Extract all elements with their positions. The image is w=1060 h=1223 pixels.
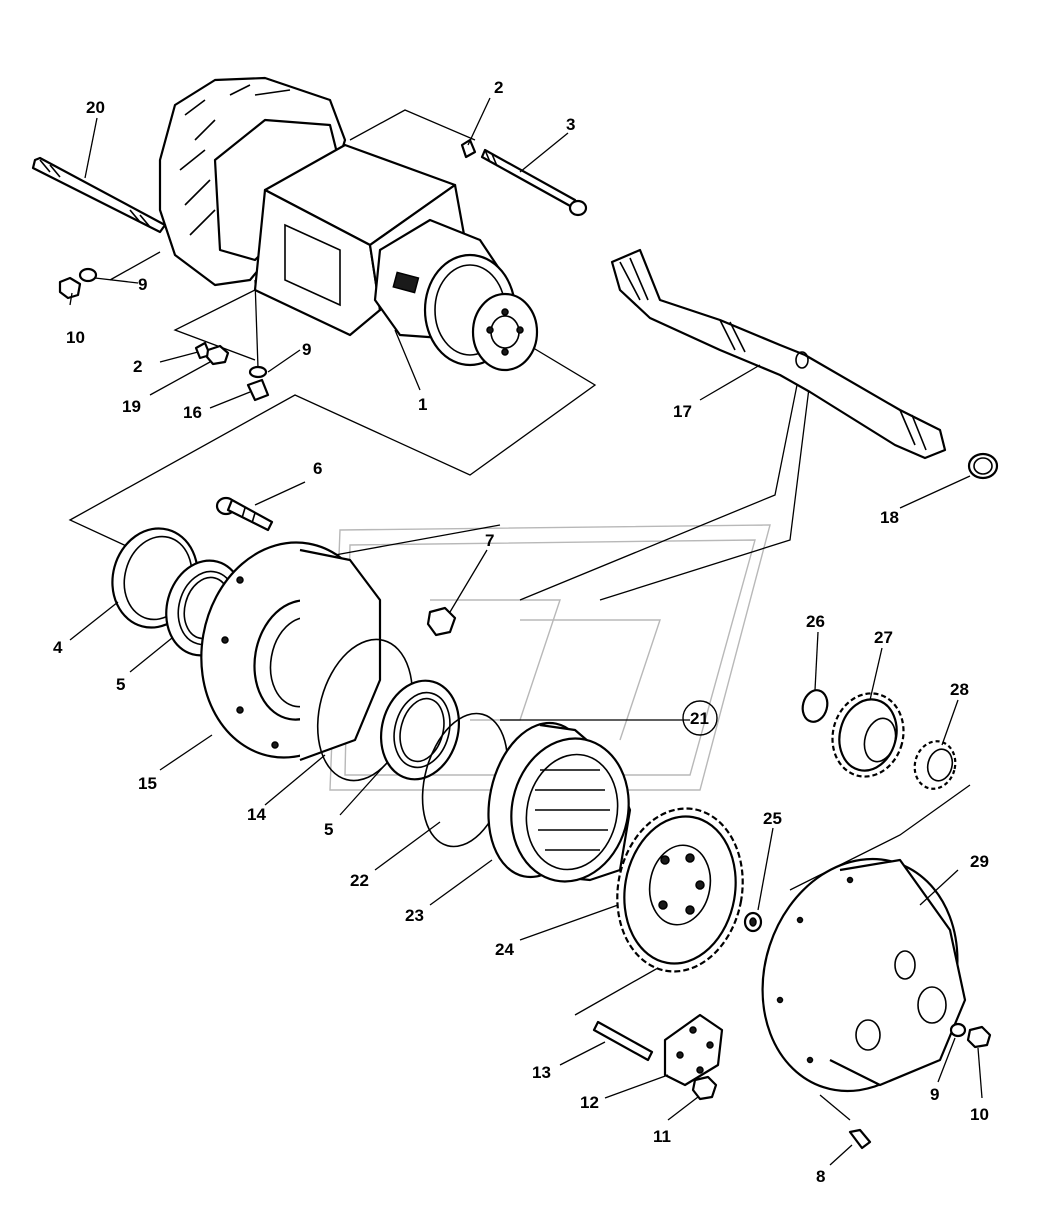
nut-7	[426, 606, 457, 637]
stud-20	[31, 156, 167, 234]
washer-9-left	[78, 267, 98, 283]
callout-20: 20	[86, 98, 105, 117]
bolt-6	[215, 496, 274, 532]
callout-2-top: 2	[494, 78, 503, 97]
callout-12: 12	[580, 1093, 599, 1112]
callout-6: 6	[313, 459, 322, 478]
callout-11: 11	[653, 1127, 671, 1146]
callout-24: 24	[495, 940, 514, 959]
callout-16: 16	[183, 403, 202, 422]
stud-13	[592, 1020, 654, 1062]
washer-9-right	[949, 1022, 967, 1038]
nut-19	[205, 344, 230, 366]
callout-17: 17	[673, 402, 692, 421]
axle-shaft-17	[610, 248, 947, 460]
callout-28: 28	[950, 680, 969, 699]
callout-7: 7	[485, 531, 494, 550]
planet-gear-24	[616, 807, 744, 973]
callout-19: 19	[122, 397, 141, 416]
callout-3: 3	[566, 115, 575, 134]
nut-10-right	[966, 1025, 992, 1049]
callout-21-circle	[682, 700, 718, 736]
bolt-3	[480, 148, 588, 217]
circlip-26	[801, 689, 829, 723]
hub-cover-29	[761, 857, 967, 1093]
sun-gear-27	[831, 692, 905, 778]
washer-25	[743, 911, 763, 933]
plug-16	[246, 378, 270, 402]
callout-21: 21	[690, 709, 709, 728]
washer-2-top	[460, 138, 477, 159]
callout-10-left: 10	[66, 328, 85, 347]
callout-1: 1	[418, 395, 427, 414]
bolt-8	[848, 1128, 872, 1150]
callout-5-left: 5	[116, 675, 125, 694]
callout-9-right: 9	[930, 1085, 939, 1104]
lock-plate-12	[663, 1013, 724, 1087]
callout-2-lower: 2	[133, 357, 142, 376]
callout-26: 26	[806, 612, 825, 631]
callout-23: 23	[405, 906, 424, 925]
callout-leaders	[69, 97, 983, 1166]
callout-9-center: 9	[302, 340, 311, 359]
callout-15: 15	[138, 774, 157, 793]
callout-25: 25	[763, 809, 782, 828]
nut-11	[691, 1075, 718, 1101]
snap-ring-18	[967, 452, 999, 480]
callout-14: 14	[247, 805, 266, 824]
ring-gear-23	[487, 721, 632, 883]
axle-housing	[158, 76, 539, 372]
callout-8: 8	[816, 1167, 825, 1186]
callout-9-left: 9	[138, 275, 147, 294]
callout-labels: 1 2 2 3 4 5 5 6 7 8 9 9 9 10 10 11 12 13…	[53, 78, 989, 1186]
callout-13: 13	[532, 1063, 551, 1082]
callout-22: 22	[350, 871, 369, 890]
callout-5-right: 5	[324, 820, 333, 839]
nut-10-left	[58, 276, 82, 300]
callout-27: 27	[874, 628, 893, 647]
callout-4: 4	[53, 638, 63, 657]
callout-29: 29	[970, 852, 989, 871]
washer-9-center	[248, 365, 268, 379]
bearing-5-right	[379, 679, 461, 781]
callout-18: 18	[880, 508, 899, 527]
bearing-28	[913, 740, 957, 790]
callout-10-right: 10	[970, 1105, 989, 1124]
